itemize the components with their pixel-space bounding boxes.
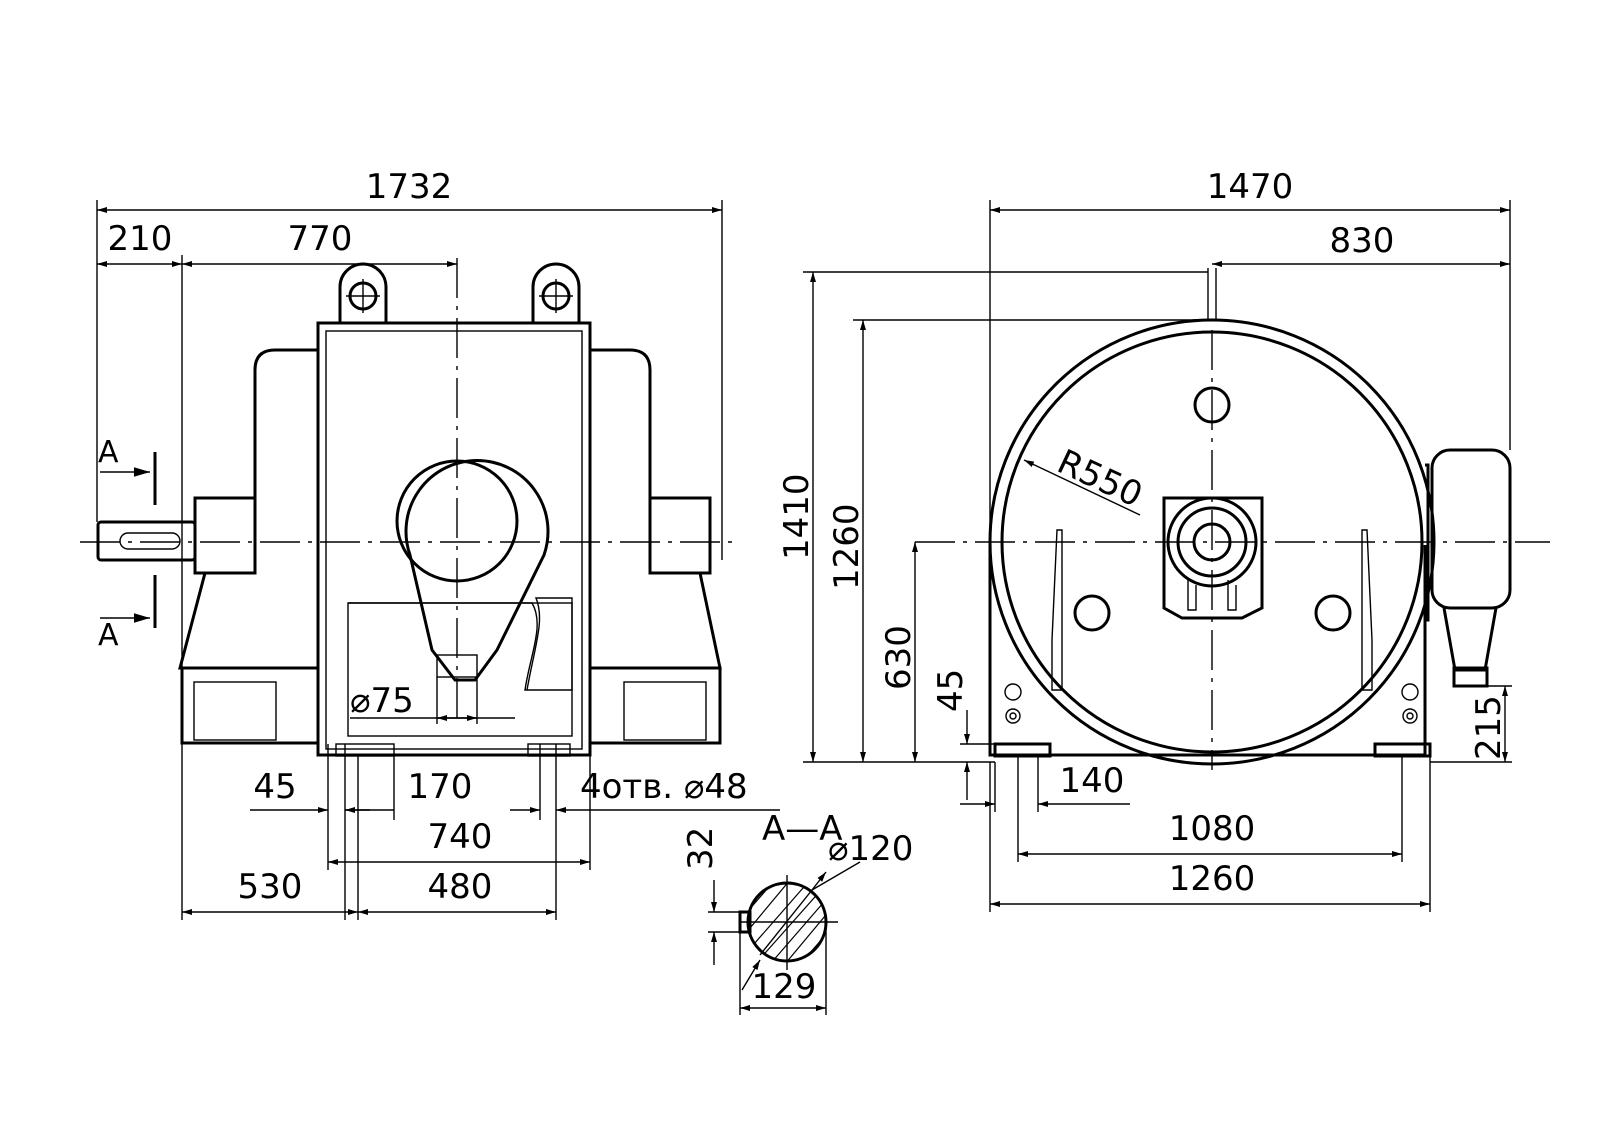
bolt-hole-left-2 [1005, 708, 1021, 724]
section-mark-top: A [98, 435, 157, 505]
shaft [96, 520, 197, 562]
right-foot-pocket [623, 681, 707, 741]
dim-text-32: 32 [681, 827, 721, 870]
lifting-lug-left [338, 262, 388, 323]
dim-45-side: 45 [931, 669, 995, 800]
dim-text-129: 129 [752, 967, 817, 1007]
bolt-hole-right-1 [1401, 683, 1419, 701]
dim-630: 630 [879, 542, 919, 762]
dim-text-1260-v: 1260 [827, 503, 867, 590]
r550-leader [1023, 459, 1141, 516]
right-boss [648, 496, 712, 575]
hole-left [1073, 594, 1111, 632]
dim-text-45-side: 45 [931, 669, 971, 712]
dim-text-r550: R550 [1051, 442, 1148, 516]
bolt-hole-left-1 [1004, 683, 1022, 701]
left-foot-slope [178, 572, 318, 670]
rib-left [1051, 529, 1063, 691]
bolt-hole-right-3 [1406, 712, 1414, 720]
shaft-key [119, 532, 181, 550]
dim-text-1732: 1732 [366, 167, 453, 207]
right-side-housing [590, 348, 652, 540]
dim-text-770: 770 [288, 219, 353, 259]
dim-text-630: 630 [879, 625, 919, 690]
dim-text-210: 210 [108, 219, 173, 259]
right-foot-slope [590, 572, 722, 670]
dim-text-830: 830 [1330, 221, 1395, 261]
shaft-boss [193, 496, 257, 575]
dim-530: 530 [181, 743, 358, 920]
dim-text-740: 740 [428, 817, 493, 857]
dim-text-holes: 4отв. ⌀48 [580, 767, 748, 807]
terminal-cone [1442, 607, 1498, 672]
inspection-cover [348, 597, 573, 691]
dim-text-480: 480 [428, 867, 493, 907]
section-letter-bottom: A [98, 618, 119, 653]
side-foot-left [993, 742, 1052, 758]
dim-830: 830 [1212, 221, 1510, 267]
cover-frame [347, 602, 573, 737]
right-foot [588, 666, 722, 745]
shaft-end-plate [1162, 496, 1264, 620]
dim-text-1260-h: 1260 [1169, 859, 1256, 899]
dim-text-45-front: 45 [253, 767, 296, 807]
main-body-outline [316, 321, 592, 757]
dim-text-215: 215 [1469, 695, 1509, 760]
front-view: A A 1732 210 770 ⌀75 [80, 167, 780, 920]
dim-140: 140 [960, 756, 1130, 812]
section-a-a: A—A ⌀120 32 129 [681, 809, 913, 1015]
dim-text-1470: 1470 [1207, 167, 1294, 207]
dim-170: 170 [345, 756, 472, 820]
section-hatch [748, 883, 826, 961]
dim-text-140: 140 [1060, 761, 1125, 801]
dim-480: 480 [357, 756, 556, 920]
bolt-hole-right-2 [1402, 708, 1418, 724]
base-strip-right [527, 743, 571, 757]
dim-210: 210 [97, 219, 183, 668]
left-foot-pocket [193, 681, 277, 741]
lifting-lug-right [531, 262, 581, 323]
dim-1732: 1732 [96, 167, 723, 560]
dim-text-120: ⌀120 [828, 829, 913, 869]
dim-holes: 4отв. ⌀48 [510, 744, 780, 920]
dim-215: 215 [1430, 685, 1512, 763]
dim-text-1080: 1080 [1169, 809, 1256, 849]
rib-right [1361, 529, 1373, 691]
dim-text-530: 530 [238, 867, 303, 907]
dim-text-75: ⌀75 [350, 681, 414, 721]
dim-text-1410: 1410 [777, 473, 817, 560]
dim-1470: 1470 [989, 167, 1511, 545]
dim-text-170: 170 [408, 767, 473, 807]
section-title: A—A [762, 809, 843, 849]
dim-1410: 1410 [777, 271, 1208, 763]
section-mark-bottom: A [98, 575, 157, 653]
dim-1260-h: 1260 [989, 756, 1431, 912]
side-base-frame [988, 545, 1427, 757]
terminal-box [1430, 448, 1512, 610]
left-foot [180, 666, 320, 745]
shaft-end-slots [1187, 580, 1237, 611]
dim-740: 740 [327, 756, 591, 870]
cable-gland [1452, 666, 1489, 688]
bearing-shield [404, 459, 550, 682]
dim-770: 770 [182, 219, 457, 267]
dim-45-front: 45 [250, 744, 370, 920]
section-letter-top: A [98, 435, 119, 470]
hole-right [1314, 594, 1352, 632]
main-body-inner [325, 330, 583, 750]
side-view: R550 1470 830 1410 1260 630 [777, 167, 1550, 912]
dim-1080: 1080 [1017, 756, 1403, 862]
base-strip-left [335, 743, 395, 757]
dim-75: ⌀75 [350, 677, 515, 724]
bolt-hole-left-3 [1009, 712, 1017, 720]
dim-1260-v: 1260 [827, 319, 1212, 762]
left-side-housing [253, 348, 318, 540]
